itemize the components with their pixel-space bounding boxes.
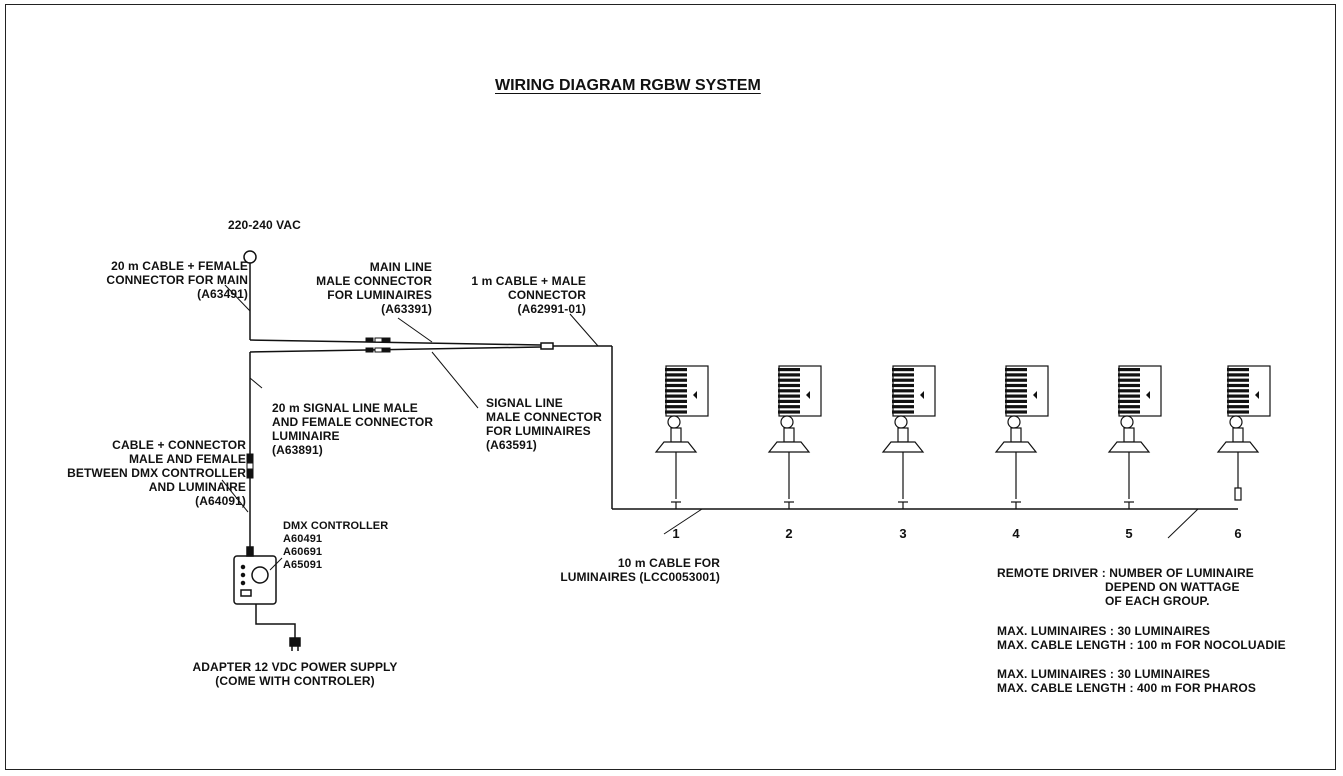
signal20-label-3: LUMINAIRE [272, 429, 340, 443]
luminaire-2 [767, 365, 822, 509]
dmx-label-1: DMX CONTROLLER [283, 520, 389, 532]
luminaire-6 [1216, 365, 1271, 501]
luminaire-3 [881, 365, 936, 509]
leader-lines [221, 284, 1199, 571]
max-note-2-line-1: MAX. LUMINAIRES : 30 LUMINAIRES [997, 667, 1211, 681]
signal-line-label-1: SIGNAL LINE [486, 396, 563, 410]
luminaire-4 [994, 365, 1049, 509]
luminaire-number-6: 6 [1234, 526, 1242, 541]
drawing-border [5, 4, 1336, 770]
adapter-label-2: (COME WITH CONTROLER) [215, 674, 375, 688]
vac-label: 220-240 VAC [228, 218, 301, 232]
heatsink-fins [1118, 368, 1140, 414]
cable-conn-label-3: BETWEEN DMX CONTROLLER [67, 466, 246, 480]
cable-conn-label-2: MALE AND FEMALE [128, 452, 246, 466]
main-line [249, 339, 542, 346]
signal20-label-2: AND FEMALE CONNECTOR [272, 415, 434, 429]
signal-line-upper [249, 346, 542, 353]
adapter-plug-icon [289, 637, 301, 647]
max-note-2-line-2: MAX. CABLE LENGTH : 400 m FOR PHAROS [997, 681, 1256, 695]
main-cable-label-3: (A63491) [197, 287, 248, 301]
luminaire-number-2: 2 [785, 526, 793, 541]
dmx-label-3: A60691 [283, 546, 323, 558]
ten-m-label-2: LUMINAIRES (LCC0053001) [560, 570, 720, 584]
cable-conn-label-1: CABLE + CONNECTOR [112, 438, 246, 452]
luminaire-1 [654, 365, 709, 509]
heatsink-fins [778, 368, 800, 414]
remote-driver-label-3: OF EACH GROUP. [1105, 594, 1210, 608]
main-line-label-1: MAIN LINE [369, 260, 432, 274]
luminaire-number-3: 3 [899, 526, 907, 541]
diagram-title: WIRING DIAGRAM RGBW SYSTEM [495, 77, 761, 94]
heatsink-fins [892, 368, 914, 414]
adapter-cable [255, 604, 296, 638]
main-line-label-3: FOR LUMINAIRES [327, 288, 432, 302]
dmx-label-4: A65091 [283, 559, 323, 571]
max-note-1-line-2: MAX. CABLE LENGTH : 100 m FOR NOCOLUADIE [997, 638, 1286, 652]
dmx-label-2: A60491 [283, 533, 323, 545]
remote-driver-label-1: REMOTE DRIVER : NUMBER OF LUMINAIRE [997, 566, 1254, 580]
max-note-1-line-1: MAX. LUMINAIRES : 30 LUMINAIRES [997, 624, 1211, 638]
luminaire-5 [1107, 365, 1162, 509]
main-line-connectors [365, 337, 391, 353]
main-cable-label-2: CONNECTOR FOR MAIN [106, 273, 248, 287]
cable-conn-label-4: AND LUMINAIRE [148, 480, 246, 494]
heatsink-fins [1005, 368, 1027, 414]
signal20-label-4: (A63891) [272, 443, 323, 457]
heatsink-fins [665, 368, 687, 414]
heatsink-fins [1227, 368, 1249, 414]
one-m-label-3: (A62991-01) [517, 302, 586, 316]
adapter-label-1: ADAPTER 12 VDC POWER SUPPLY [192, 660, 398, 674]
junction-connector [540, 342, 554, 350]
luminaire-number-4: 4 [1012, 526, 1020, 541]
main-line-label-4: (A63391) [381, 302, 432, 316]
one-m-label-1: 1 m CABLE + MALE [471, 274, 586, 288]
dmx-cable-connector [246, 453, 254, 479]
one-m-label-2: CONNECTOR [507, 288, 586, 302]
main-line-label-2: MALE CONNECTOR [316, 274, 432, 288]
main-cable-label-1: 20 m CABLE + FEMALE [111, 259, 248, 273]
luminaire-number-5: 5 [1125, 526, 1133, 541]
luminaire-number-1: 1 [672, 526, 680, 541]
signal-line-label-2: MALE CONNECTOR [486, 410, 602, 424]
signal20-label-1: 20 m SIGNAL LINE MALE [272, 401, 418, 415]
signal-line-label-4: (A63591) [486, 438, 537, 452]
ten-m-label-1: 10 m CABLE FOR [617, 556, 720, 570]
cable-conn-label-5: (A64091) [195, 494, 246, 508]
signal-line-label-3: FOR LUMINAIRES [486, 424, 591, 438]
remote-driver-label-2: DEPEND ON WATTAGE [1105, 580, 1240, 594]
